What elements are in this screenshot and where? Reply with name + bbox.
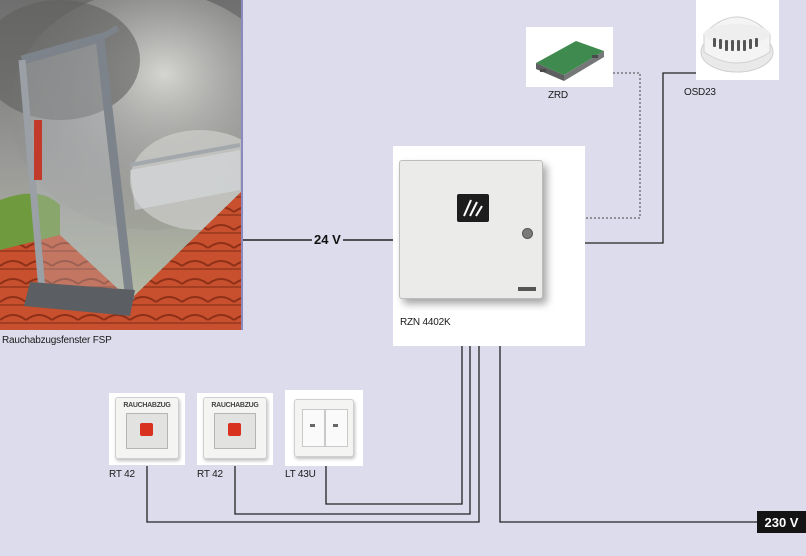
- smoke-detector-icon: [700, 16, 774, 73]
- voltage-230v-label: 230 V: [757, 511, 806, 533]
- rt42-a-caption: RAUCHABZUG: [123, 402, 171, 409]
- zrd-module-icon: [536, 41, 604, 81]
- wire-zrd: [538, 72, 641, 219]
- osd23-photo: [696, 0, 779, 80]
- rt42-a-red-button-icon: [140, 423, 153, 436]
- rt42-b-red-button-icon: [228, 423, 241, 436]
- rt42-b-caption: RAUCHABZUG: [211, 402, 259, 409]
- rt42-b-photo: RAUCHABZUG: [197, 393, 273, 465]
- wire-lt43u: [325, 298, 463, 505]
- label-rt42-a: RT 42: [109, 469, 135, 480]
- lt43u-rocker-left: [302, 409, 325, 447]
- control-unit-key-icon: [522, 228, 533, 239]
- label-zrd: ZRD: [548, 90, 568, 101]
- lt43u-indicator-left-icon: [310, 424, 315, 427]
- wire-230v: [499, 298, 757, 523]
- roof-window-photo: [0, 0, 243, 330]
- zrd-photo: [526, 27, 613, 87]
- label-lt43u: LT 43U: [285, 469, 316, 480]
- label-control-unit: RZN 4402K: [400, 317, 451, 328]
- smoke-vent-window-illustration: [0, 0, 243, 330]
- lt43u-rocker-right: [325, 409, 348, 447]
- wire-rt42-b: [234, 298, 471, 515]
- voltage-24v-label: 24 V: [312, 232, 343, 248]
- control-unit-nameplate: [518, 287, 536, 291]
- lt43u-housing: [294, 399, 354, 457]
- lt43u-indicator-right-icon: [333, 424, 338, 427]
- label-window: Rauchabzugsfenster FSP: [2, 335, 112, 346]
- rt42-b-housing: RAUCHABZUG: [203, 397, 267, 459]
- control-unit-housing: [399, 160, 543, 299]
- control-unit-photo: [393, 146, 585, 346]
- lt43u-photo: [285, 390, 363, 466]
- control-unit-logo-icon: [457, 194, 489, 222]
- photo-right-edge: [241, 0, 243, 330]
- rt42-a-photo: RAUCHABZUG: [109, 393, 185, 465]
- label-rt42-b: RT 42: [197, 469, 223, 480]
- rt42-a-housing: RAUCHABZUG: [115, 397, 179, 459]
- label-osd23: OSD23: [684, 87, 716, 98]
- wire-osd23: [538, 72, 697, 244]
- wire-rt42-a: [146, 298, 480, 523]
